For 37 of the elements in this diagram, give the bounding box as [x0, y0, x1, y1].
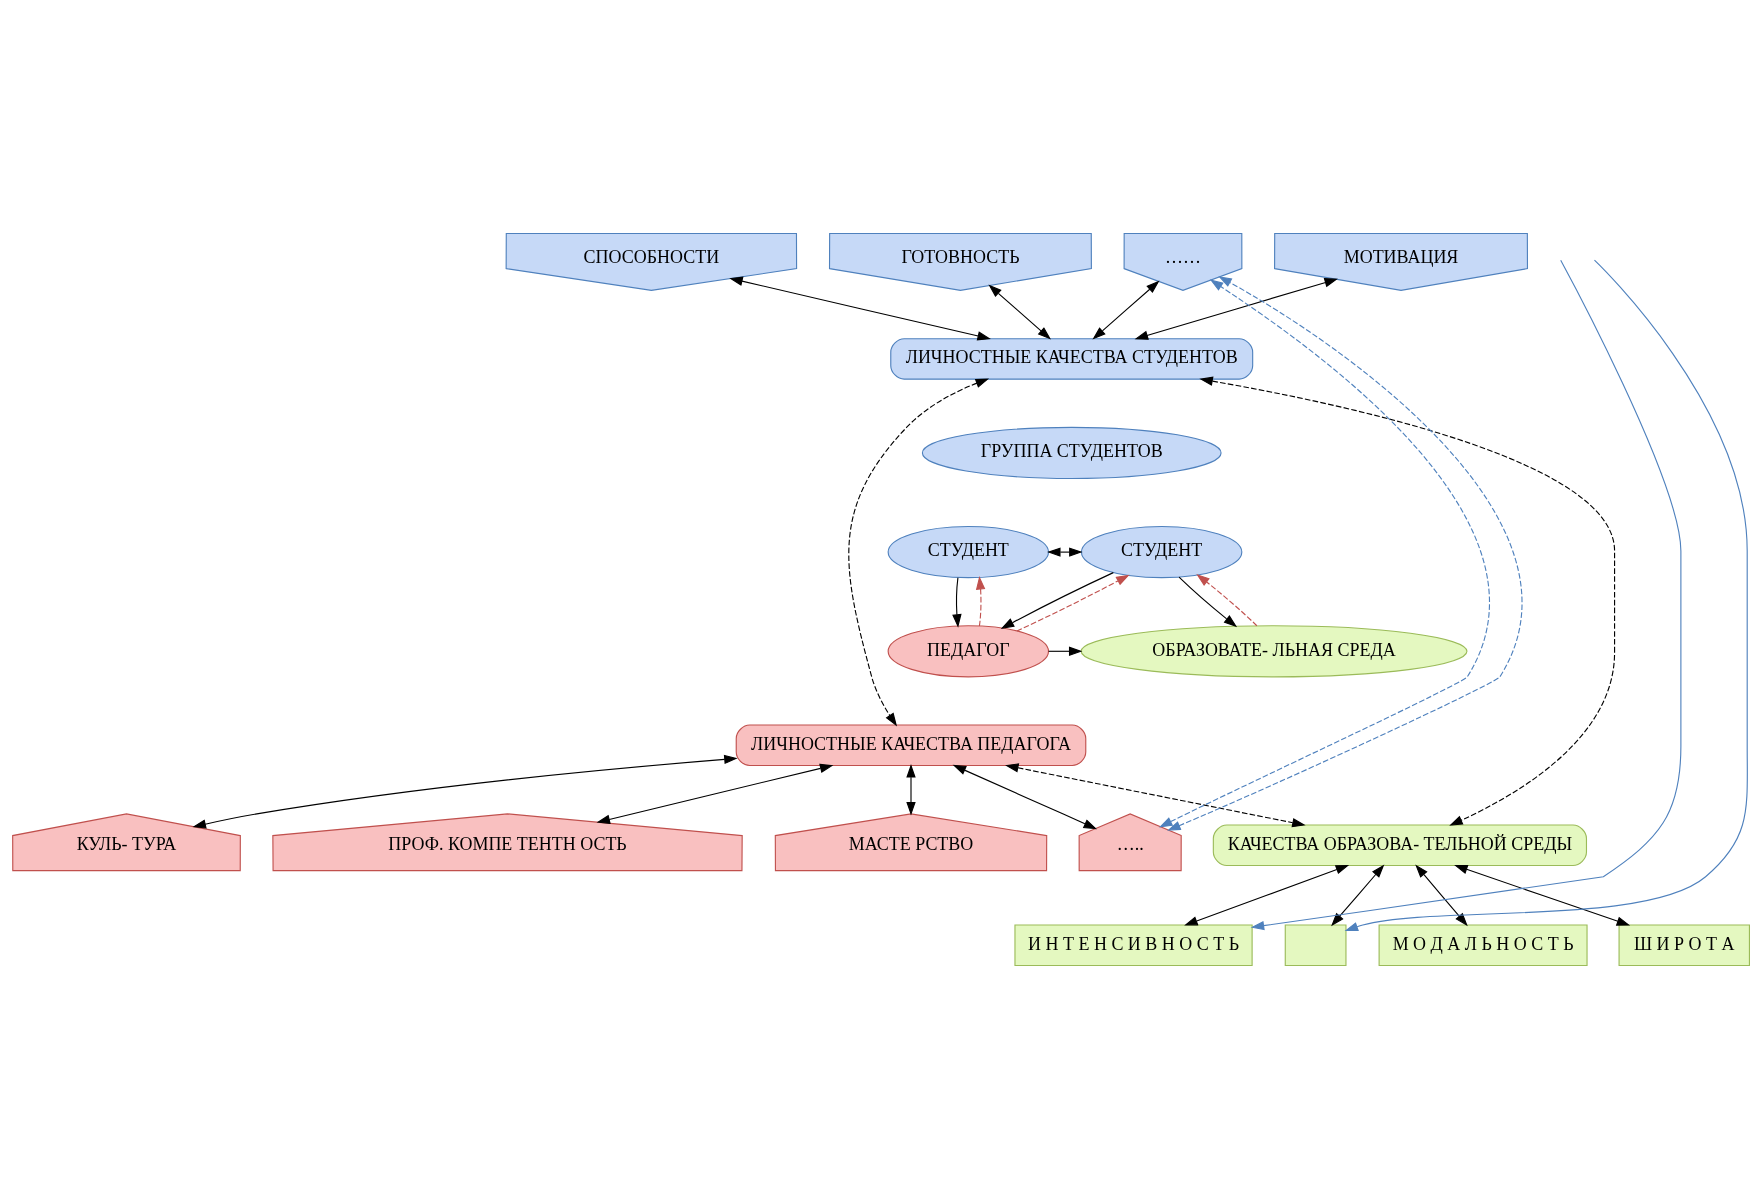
- node-ellipse: ПЕДАГОГ: [887, 624, 1050, 677]
- arrow: [596, 763, 834, 824]
- arrow: [988, 284, 1051, 340]
- arrow: [1250, 259, 1682, 930]
- arrow: [729, 276, 991, 341]
- arrow: [1092, 280, 1160, 340]
- node-ellipse: ГРУППА СТУДЕНТОВ: [921, 426, 1222, 479]
- arrow: [952, 764, 1098, 829]
- node-ellipse: СТУДЕНТ: [887, 525, 1050, 578]
- arrow: [1000, 571, 1114, 629]
- arrow: [1454, 864, 1631, 926]
- node-box: Ш И Р О Т А: [1618, 924, 1750, 966]
- node-box: И Н Т Е Н С И В Н О С Т Ь: [1014, 924, 1253, 966]
- arrow: [1134, 277, 1338, 340]
- arrow: [1048, 646, 1083, 656]
- arrow: [192, 754, 738, 829]
- arrow: [1344, 259, 1748, 931]
- arrow: [1196, 573, 1258, 626]
- node-box: КАЧЕСТВА ОБРАЗОВА- ТЕЛЬНОЙ СРЕДЫ: [1212, 824, 1588, 866]
- arrow: [1331, 863, 1385, 926]
- arrow: [975, 575, 986, 627]
- arrow: [1005, 762, 1306, 827]
- arrow: [1184, 864, 1350, 926]
- arrow: [1415, 863, 1468, 926]
- arrow: [1178, 576, 1238, 627]
- node-box: [1284, 924, 1347, 966]
- node-ellipse: ОБРАЗОВАТЕ- ЛЬНАЯ СРЕДА: [1080, 624, 1468, 677]
- arrow: [848, 378, 990, 726]
- arrow: [1047, 546, 1083, 557]
- node-box: ЛИЧНОСТНЫЕ КАЧЕСТВА ПЕДАГОГА: [735, 724, 1087, 766]
- arrow: [1199, 376, 1616, 826]
- arrow: [906, 763, 916, 815]
- node-box: ЛИЧНОСТНЫЕ КАЧЕСТВА СТУДЕНТОВ: [890, 337, 1254, 380]
- node-ellipse: СТУДЕНТ: [1080, 525, 1243, 578]
- arrow: [952, 576, 962, 628]
- node-box: М О Д А Л Ь Н О С Т Ь: [1378, 924, 1588, 966]
- arrow: [1016, 574, 1130, 632]
